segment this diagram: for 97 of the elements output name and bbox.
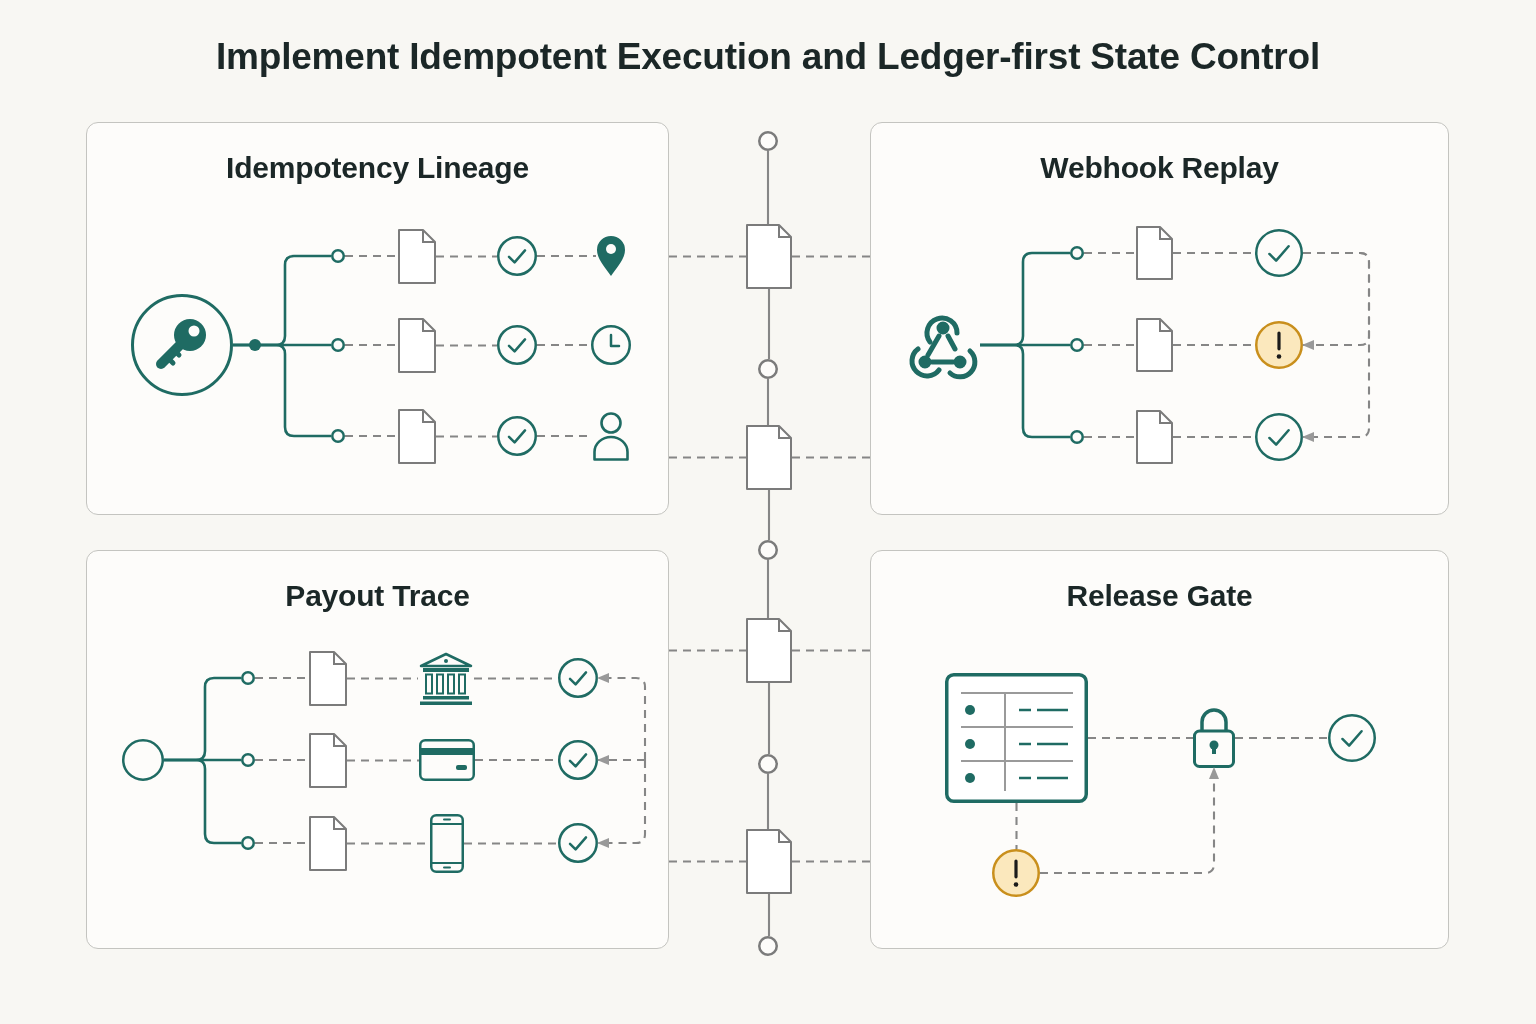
dashed-connector (537, 254, 596, 258)
document-icon (1135, 409, 1173, 464)
check-circle-icon (496, 235, 537, 276)
document-icon (746, 618, 792, 683)
location-pin-icon (595, 234, 626, 277)
ring-icon (240, 752, 255, 767)
dashed-arrow (597, 755, 645, 765)
panel-card (870, 550, 1449, 949)
connector-line (766, 560, 770, 618)
ring-icon (758, 540, 778, 560)
dashed-connector (792, 456, 870, 459)
dashed-connector (1084, 435, 1136, 439)
dashed-connector (345, 343, 398, 347)
panel-card (870, 122, 1449, 515)
document-icon (746, 224, 792, 289)
dashed-connector (347, 677, 418, 680)
dashed-connector (1084, 251, 1136, 255)
check-circle-icon (496, 415, 537, 456)
ring-icon (758, 936, 778, 956)
connector-line (766, 774, 770, 829)
warning-icon (991, 848, 1040, 897)
ring-icon (121, 738, 164, 781)
connector-line (767, 894, 771, 937)
panel-title: Webhook Replay (1040, 150, 1279, 186)
table-icon (944, 672, 1088, 803)
document-icon (308, 650, 347, 706)
ring-icon (330, 337, 345, 352)
dashed-connector (436, 255, 497, 258)
connector-line (164, 758, 241, 845)
dashed-connector (345, 434, 398, 438)
connector-line (767, 683, 771, 755)
dashed-connector (1015, 803, 1018, 849)
credit-card-icon (418, 738, 475, 781)
ring-icon (758, 359, 778, 379)
dashed-connector (792, 649, 870, 652)
dashed-connector (436, 344, 497, 347)
ring-icon (330, 248, 345, 263)
connector-line (980, 343, 1070, 439)
connector-line (766, 379, 770, 425)
dashed-connector (669, 255, 746, 258)
bank-icon (417, 650, 474, 706)
document-icon (1135, 225, 1173, 280)
panel-title: Idempotency Lineage (226, 150, 529, 186)
document-icon (397, 317, 436, 373)
check-circle-icon (557, 657, 598, 698)
check-circle-icon (1254, 412, 1303, 461)
check-circle-icon (496, 324, 537, 365)
dashed-connector (792, 860, 870, 863)
check-circle-icon (557, 739, 598, 780)
document-icon (308, 732, 347, 788)
dashed-connector (669, 860, 746, 863)
dashed-connector (1088, 736, 1193, 740)
dashed-arrow (1302, 251, 1371, 442)
document-icon (397, 228, 436, 284)
padlock-icon (1192, 707, 1235, 768)
key-icon (130, 293, 233, 396)
dashed-connector (1235, 736, 1328, 740)
connector-line (767, 490, 771, 541)
ring-icon (330, 428, 345, 443)
ring-icon (758, 131, 778, 151)
document-icon (308, 815, 347, 871)
connector-line (767, 289, 771, 360)
document-icon (1135, 317, 1173, 372)
check-circle-icon (1327, 713, 1376, 762)
ring-icon (240, 670, 255, 685)
dashed-connector (1084, 343, 1136, 347)
panel-card (86, 550, 669, 949)
dashed-connector (345, 254, 398, 258)
document-icon (397, 408, 436, 464)
document-icon (746, 425, 792, 490)
dashed-connector (792, 255, 870, 258)
dashed-connector (347, 759, 419, 762)
connector-line (233, 343, 331, 438)
document-icon (746, 829, 792, 894)
person-icon (591, 411, 630, 461)
dashed-connector (669, 649, 746, 652)
dashed-connector (464, 842, 558, 845)
dashed-connector (669, 456, 746, 459)
panel-title: Release Gate (1066, 578, 1253, 614)
phone-icon (429, 813, 464, 873)
ring-icon (1069, 429, 1084, 444)
dashed-arrow (1040, 767, 1219, 875)
warning-icon (1254, 320, 1303, 369)
diagram-title: Implement Idempotent Execution and Ledger-first State Control (215, 35, 1321, 79)
panel-card (86, 122, 669, 515)
dashed-connector (436, 435, 497, 438)
panel-title: Payout Trace (285, 578, 470, 614)
check-circle-icon (557, 822, 598, 863)
connector-line (766, 151, 770, 224)
clock-icon (590, 324, 631, 365)
ring-icon (758, 754, 778, 774)
ring-icon (1069, 337, 1084, 352)
dashed-arrow (597, 673, 647, 760)
check-circle-icon (1254, 228, 1303, 277)
dashed-arrow (597, 760, 647, 848)
ring-icon (240, 835, 255, 850)
ring-icon (1069, 245, 1084, 260)
